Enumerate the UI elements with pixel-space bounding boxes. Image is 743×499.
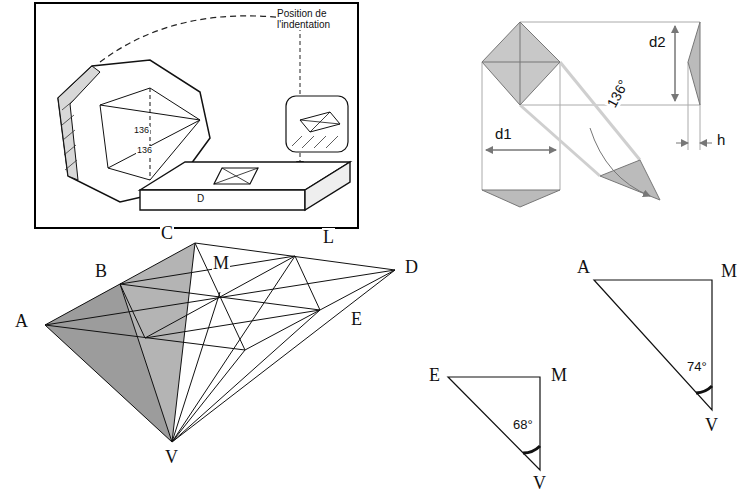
side-profile [688, 22, 700, 105]
front-profile [482, 190, 560, 207]
hatch-line [64, 145, 76, 155]
dimension-line [676, 143, 688, 144]
projection-line [482, 62, 483, 190]
pyramid-lines [45, 243, 395, 442]
angle-mark [696, 386, 712, 393]
point-label: M [212, 254, 230, 274]
point-label: V [704, 416, 719, 436]
angle-arc [590, 128, 650, 196]
inset-hatching [292, 136, 338, 148]
diamond-diagonal [520, 22, 521, 105]
angle-label: 136° [604, 77, 632, 112]
specimen-front [140, 190, 305, 210]
projection-line [560, 62, 561, 190]
hatch-line [63, 130, 75, 140]
hatch-line [62, 115, 74, 125]
diamond-diagonal [482, 62, 560, 63]
motion-arc [100, 16, 300, 62]
dimension-label: d2 [648, 34, 667, 51]
point-label: V [532, 474, 547, 494]
point-label: E [350, 310, 363, 330]
dimension-line [486, 150, 556, 151]
hatch-line [65, 160, 77, 170]
indenter-mount [58, 66, 100, 180]
point-label: E [428, 366, 441, 386]
face-edge [108, 120, 200, 168]
hatch-line [292, 136, 302, 146]
pyramid-base [45, 243, 395, 350]
apex-height [172, 292, 220, 442]
dimension-label: D [196, 193, 205, 204]
indent-diamond [482, 22, 560, 105]
dimension-label: h [716, 132, 726, 149]
apex-apothem [120, 284, 172, 442]
dimension-line [486, 150, 556, 151]
projection-line [688, 62, 689, 150]
hatching [62, 100, 77, 170]
hatch-line [62, 100, 74, 110]
projection-lines [482, 22, 700, 190]
projection-band [520, 105, 600, 176]
angle-label: 74° [686, 360, 708, 374]
angle-mark [523, 446, 540, 453]
point-label: B [94, 262, 108, 282]
point-label: V [164, 448, 179, 468]
projection-band [560, 62, 640, 160]
dimension-line [700, 143, 712, 144]
dimension-line [675, 26, 676, 101]
angle-label: 136 [136, 146, 153, 156]
hatch-line [326, 136, 338, 148]
inset-diagonal [310, 112, 330, 132]
point-label: M [550, 366, 568, 386]
apex-apothem [172, 310, 320, 442]
caption-note: Position de l'indentation [276, 8, 356, 30]
panel-frame [35, 3, 358, 228]
angle-label: 68° [512, 418, 534, 432]
shaded-face [45, 243, 195, 442]
hatch-line [302, 136, 314, 148]
inset-frame [286, 96, 348, 152]
point-label: A [576, 258, 591, 278]
apex-edge [172, 350, 245, 442]
projection-line [520, 22, 700, 23]
indentation-diagonal [214, 168, 258, 184]
point-label: A [14, 312, 29, 332]
point-label: M [720, 262, 738, 282]
hatch-line [314, 136, 326, 148]
section-triangle [594, 280, 712, 410]
apex-edge [172, 270, 395, 442]
dimension-label: d1 [494, 126, 513, 143]
point-label: C [160, 224, 174, 244]
point-label: D [404, 258, 419, 278]
indentation-square [214, 168, 258, 184]
point-label: L [322, 228, 335, 248]
section-triangle [448, 377, 540, 470]
inset-indent [300, 112, 340, 132]
rotated-profile [600, 160, 660, 200]
angle-label: 136 [133, 126, 150, 136]
specimen-side [305, 162, 350, 210]
dimension-line [675, 26, 676, 101]
